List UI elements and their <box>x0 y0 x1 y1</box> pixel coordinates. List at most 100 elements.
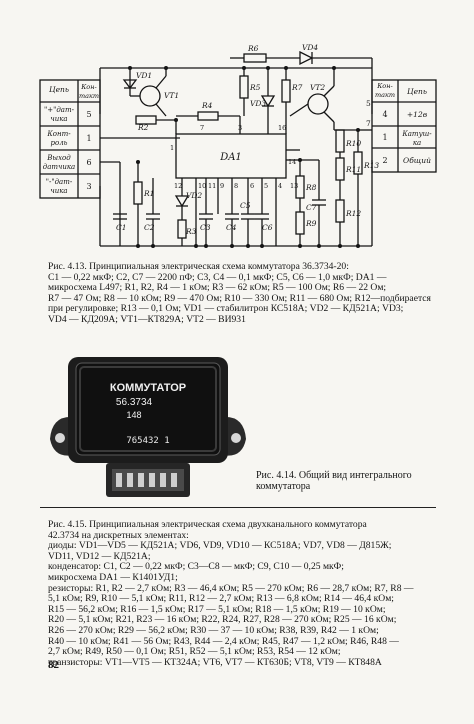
chip-pin-number: 3 <box>238 124 242 132</box>
capacitor-label: C3 <box>200 223 211 232</box>
node-number: 5 <box>366 99 371 108</box>
left-table-circuit-name: чика <box>50 115 67 123</box>
page-number: 82 <box>48 659 59 671</box>
right-table-pin: 1 <box>382 133 387 142</box>
resistor-label: R13 <box>363 161 379 170</box>
transistor-label: VT2 <box>310 83 325 92</box>
diode-label: VD2 <box>186 191 202 200</box>
right-table-circuit-name: +12в <box>407 110 428 119</box>
right-table-header-circuit: Цепь <box>407 87 427 96</box>
caption-line: микросхема L497; R1, R2, R4 — 1 кОм; R3 … <box>48 282 387 294</box>
resistor-label: R3 <box>185 227 197 236</box>
left-table-circuit-name: чика <box>50 187 67 195</box>
caption-line: конденсатор: C1, C2 — 0,22 мкФ; C3—C8 — … <box>48 561 344 573</box>
resistor-label: R4 <box>201 101 213 110</box>
caption-line: коммутатора <box>256 481 311 492</box>
caption-line: диоды: VD1—VD5 — КД521А; VD6, VD9, VD10 … <box>48 540 392 552</box>
commutator-photo: КОММУТАТОР 56.3734 148 765432 1 <box>50 357 246 497</box>
chip-pin-number: 7 <box>200 124 204 132</box>
caption-line: при регулировке; R13 — 0,1 Ом; VD1 — ста… <box>48 303 404 315</box>
caption-line: R40 — 10 кОм; R41 — 56 Ом; R43, R44 — 2,… <box>48 635 399 647</box>
resistor-label: R1 <box>143 189 154 198</box>
caption-line: R20 — 5,1 кОм; R21, R23 — 16 кОм; R22, R… <box>48 614 397 626</box>
right-table-circuit-name: Общий <box>403 156 431 165</box>
capacitor-label: C4 <box>226 223 237 232</box>
left-table-pin: 6 <box>86 158 91 167</box>
chip-pin-number: 4 <box>278 182 282 190</box>
left-table-header-contact: такт <box>79 92 99 100</box>
chip-pin-number: 8 <box>234 182 238 190</box>
chip-pin-number: 10 <box>198 182 206 190</box>
right-table-pin: 2 <box>382 156 387 165</box>
capacitor-label: C6 <box>262 223 273 232</box>
caption-title: Рис. 4.13. Принципиальная электрическая … <box>48 261 349 272</box>
left-table-header-contact: Кон- <box>80 83 96 91</box>
resistor-label: R10 <box>345 139 361 148</box>
resistor-label: R2 <box>137 123 149 132</box>
caption-line: R7 — 47 Ом; R8 — 10 кОм; R9 — 470 Ом; R1… <box>48 292 431 304</box>
caption-line: резисторы: R1, R2 — 2,7 кОм; R3 — 46,4 к… <box>48 582 414 594</box>
capacitor-label: C5 <box>240 201 251 210</box>
caption-line: R26 — 270 кОм; R29 — 56,2 кОм; R30 — 37 … <box>48 624 379 636</box>
figure-caption-4-15: Рис. 4.15. Принципиальная электрическая … <box>48 519 442 668</box>
caption-line: VD4 — КД209А; VT1—КТ829А; VT2 — ВИ931 <box>48 313 246 325</box>
node-number: 7 <box>366 119 371 128</box>
capacitor-label: C7 <box>306 203 317 212</box>
diode-label: VD4 <box>302 43 318 52</box>
caption-line: Рис. 4.14. Общий вид интегрального <box>256 470 412 481</box>
left-table-header-circuit: Цепь <box>49 85 69 94</box>
diode-label: VD1 <box>136 71 152 80</box>
resistor-label: R7 <box>291 83 303 92</box>
left-table-circuit-name: Конт- <box>46 130 71 138</box>
caption-line: R15 — 56,2 кОм; R16 — 1,5 кОм; R17 — 5,1… <box>48 603 386 615</box>
caption-line: 2,7 кОм; R49, R50 — 0,1 Ом; R51, R52 — 5… <box>48 646 341 658</box>
chip-pin-number: 13 <box>290 182 298 190</box>
caption-line: транзисторы: VT1—VT5 — КТ324А; VT6, VT7 … <box>48 656 382 668</box>
chip-pin-number: 16 <box>278 124 286 132</box>
caption-line: C1 — 0,22 мкФ; C2, C7 — 2200 пФ; C3, C4 … <box>48 271 387 283</box>
left-table-circuit-name: датчика <box>43 163 75 171</box>
left-table-pin: 1 <box>86 134 91 143</box>
chip-label-da1: DA1 <box>219 152 242 163</box>
transistor-label: VT1 <box>164 91 179 100</box>
resistor-label: R8 <box>305 183 317 192</box>
resistor-label: R9 <box>305 219 317 228</box>
caption-title: Рис. 4.15. Принципиальная электрическая … <box>48 519 367 530</box>
right-table-header-contact: Кон- <box>376 82 392 90</box>
circuit-schematic-4-13: ЦепьКон-такт"+"дат-чика5Конт-роль1Выходд… <box>39 43 437 248</box>
right-table-circuit-name: ка <box>413 139 421 147</box>
resistor-label: R12 <box>345 209 361 218</box>
left-table-circuit-name: "+"дат- <box>44 106 75 114</box>
capacitor-label: C2 <box>144 223 155 232</box>
chip-pin-number: 11 <box>208 182 216 190</box>
resistor-label: R6 <box>247 44 259 53</box>
diode-label: VD3 <box>250 99 266 108</box>
device-label-model: 56.3734 <box>116 397 153 408</box>
caption-line: микросхема DA1 — К1401УД1; <box>48 571 178 583</box>
right-table-pin: 4 <box>382 110 387 119</box>
figure-caption-4-13: Рис. 4.13. Принципиальная электрическая … <box>48 261 442 326</box>
left-table-circuit-name: Выход <box>46 154 71 162</box>
figure-caption-4-14: Рис. 4.14. Общий вид интегрального комму… <box>256 470 446 492</box>
section-divider <box>40 507 436 508</box>
caption-line: 42.3734 на дискретных элементах: <box>48 529 189 541</box>
device-label-name: КОММУТАТОР <box>110 382 186 394</box>
chip-pin-number: 9 <box>220 182 224 190</box>
capacitor-label: C1 <box>116 223 127 232</box>
chip-pin-number: 1 <box>170 144 174 152</box>
device-label-code: 148 <box>126 410 141 420</box>
caption-line: 5,1 кОм; R9, R10 — 5,1 кОм; R11, R12 — 2… <box>48 593 394 605</box>
left-table-circuit-name: "-"дат- <box>46 178 73 186</box>
right-table-circuit-name: Катуш- <box>401 130 432 138</box>
chip-pin-number: 12 <box>174 182 182 190</box>
left-table-pin: 5 <box>86 110 91 119</box>
chip-pin-number: 6 <box>250 182 254 190</box>
resistor-label: R5 <box>249 83 261 92</box>
left-table-circuit-name: роль <box>51 139 68 147</box>
chip-pin-number: 5 <box>264 182 268 190</box>
right-table-header-contact: такт <box>375 91 395 99</box>
left-table-pin: 3 <box>86 182 91 191</box>
resistor-label: R11 <box>345 165 361 174</box>
chip-pin-number: 14 <box>288 158 296 166</box>
device-serial: 765432 1 <box>126 436 169 446</box>
